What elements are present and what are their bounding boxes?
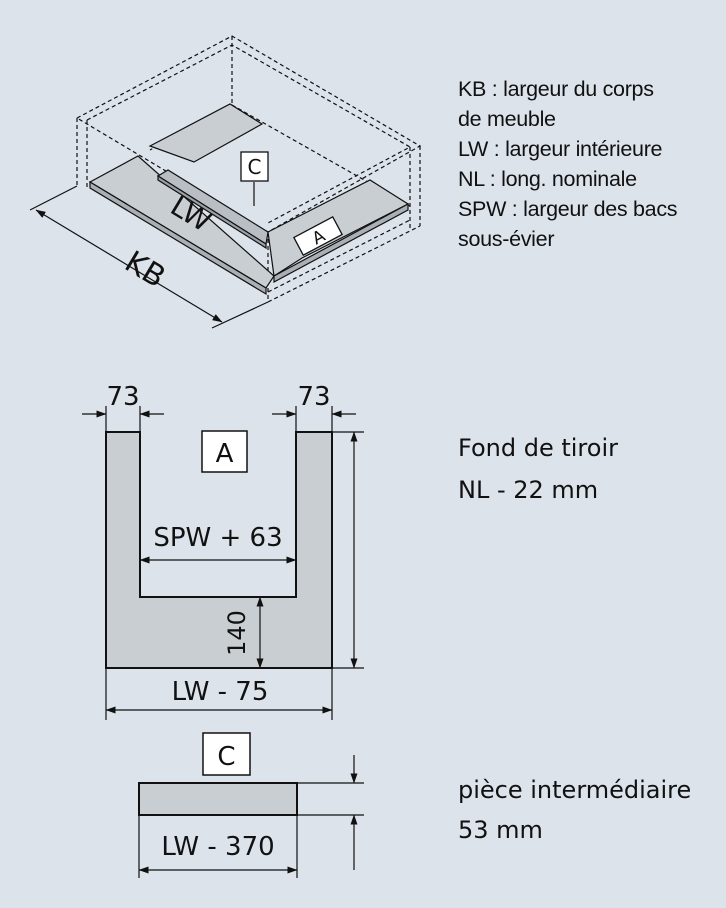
legend: KB : largeur du corps de meuble LW : lar…	[458, 74, 678, 254]
dim-total-height	[332, 431, 364, 669]
legend-line: de meuble	[458, 107, 556, 131]
part-c-tag-box	[202, 732, 251, 776]
dim-depth-label: 140	[223, 610, 251, 656]
legend-line: LW : largeur intérieure	[458, 137, 663, 161]
legend-line: KB : largeur du corps	[458, 77, 654, 101]
iso-tag-c: C	[240, 151, 269, 206]
iso-tag-c-label: C	[248, 155, 262, 179]
dim-left-width	[82, 406, 164, 432]
part-a-size: NL - 22 mm	[458, 476, 599, 504]
part-a-title: Fond de tiroir	[458, 434, 618, 462]
dim-left-width-label: 73	[106, 382, 139, 412]
part-c-shape	[138, 782, 298, 816]
legend-line: NL : long. nominale	[458, 167, 637, 191]
dim-total-width-label: LW - 75	[172, 677, 269, 707]
part-c-title: pièce intermédiaire	[458, 776, 692, 804]
part-a-drawing: 73 73 A SPW + 63 140 LW - 75	[82, 382, 364, 720]
iso-tag-a: A	[293, 215, 343, 257]
part-a-tag-box	[201, 430, 248, 473]
part-c-size: 53 mm	[458, 816, 543, 844]
part-a-tag: A	[216, 439, 234, 469]
iso-kb-dimension	[29, 185, 269, 329]
dim-right-width	[272, 406, 356, 432]
part-c-tag: C	[217, 742, 235, 772]
legend-line: sous-évier	[458, 227, 555, 251]
part-c-drawing: C LW - 370	[138, 732, 364, 878]
dim-c-width	[138, 815, 298, 878]
dim-c-width-label: LW - 370	[161, 832, 274, 862]
dim-inner-width-label: SPW + 63	[153, 523, 282, 553]
dim-c-height	[297, 755, 364, 870]
part-c-note: pièce intermédiaire 53 mm	[458, 770, 691, 850]
iso-kb-label: KB	[119, 244, 172, 295]
dim-right-width-label: 73	[297, 382, 330, 412]
dim-total-width	[105, 668, 333, 720]
legend-line: SPW : largeur des bacs	[458, 197, 678, 221]
cabinet-isometric: C A LW KB	[29, 35, 422, 329]
part-a-note: Fond de tiroir NL - 22 mm	[458, 427, 618, 511]
